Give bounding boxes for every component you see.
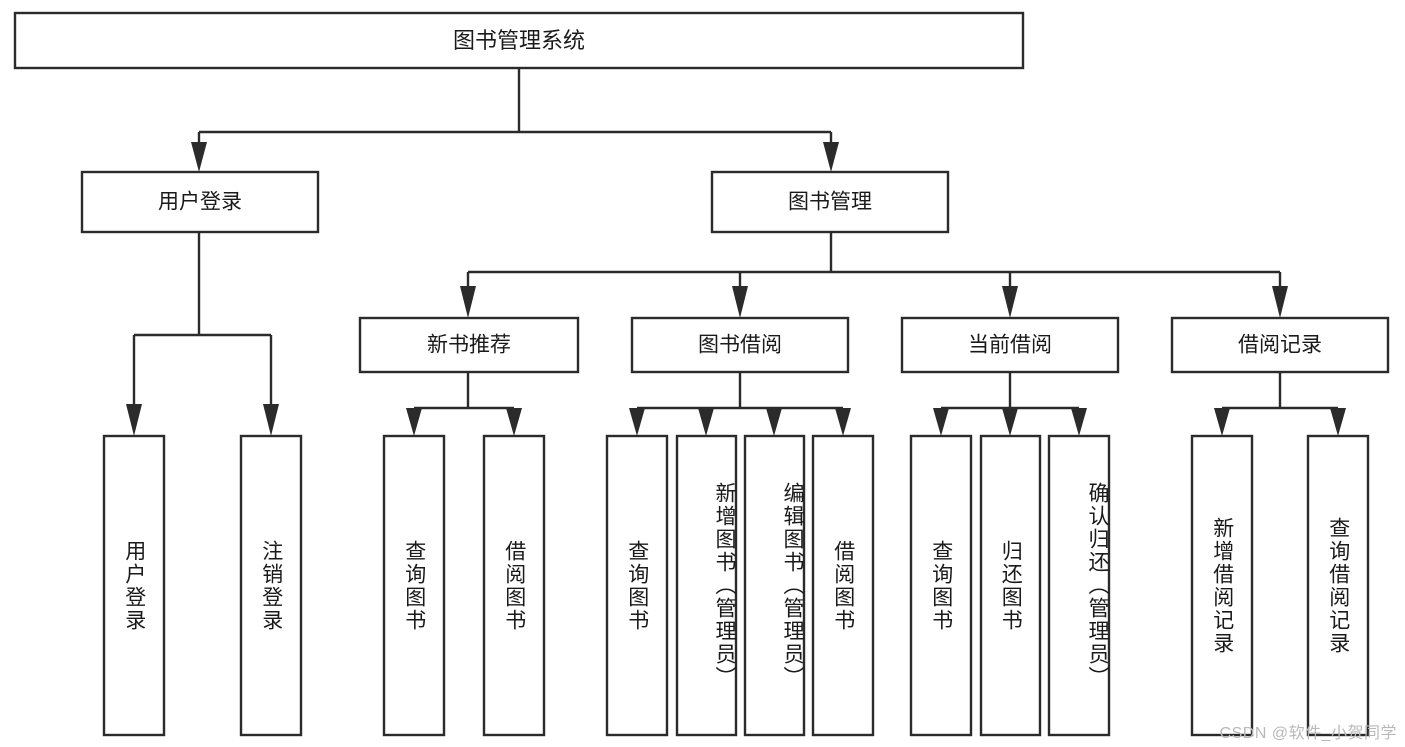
arrow-head-leaf-add-borrow-record: [1214, 408, 1230, 436]
arrow-head-leaf-borrow-book-1: [506, 408, 522, 436]
arrow-head-leaf-borrow-book-2: [835, 408, 851, 436]
node-user-login-label: 用户登录: [158, 191, 242, 214]
arrow-head-leaf-return-book: [1002, 408, 1018, 436]
leaf-box-query-borrow-record[interactable]: [1306, 434, 1370, 737]
node-book-management-label: 图书管理: [788, 191, 872, 214]
node-root-box[interactable]: [13, 11, 1025, 70]
arrow-head-leaf-query-borrow-record: [1330, 408, 1346, 436]
leaf-box-borrow-book-2[interactable]: [811, 434, 875, 737]
node-borrow-record-label: 借阅记录: [1238, 334, 1322, 357]
leaf-box-user-login[interactable]: [102, 434, 166, 737]
leaf-box-edit-book[interactable]: [743, 434, 806, 737]
node-current-borrow-box[interactable]: [900, 316, 1120, 374]
arrow-head-borrow-record: [1272, 286, 1288, 318]
node-book-management[interactable]: 图书管理: [710, 170, 950, 234]
arrow-head-current-borrow: [1002, 286, 1018, 318]
node-new-book-recommend-label: 新书推荐: [427, 334, 511, 357]
arrow-head-leaf-query-book-2: [629, 408, 645, 436]
node-book-borrow-label: 图书借阅: [698, 334, 782, 357]
arrow-head-new-book-recommend: [460, 286, 476, 318]
arrow-head-leaf-add-book: [698, 408, 714, 436]
connector-layer: [126, 68, 1346, 436]
arrow-head-to-user-login: [191, 142, 207, 172]
node-root-label: 图书管理系统: [453, 28, 585, 53]
leaf-box-add-book[interactable]: [675, 434, 738, 737]
node-root[interactable]: 图书管理系统: [13, 11, 1025, 70]
node-borrow-record-box[interactable]: [1170, 316, 1390, 374]
node-book-management-box[interactable]: [710, 170, 950, 234]
leaf-box-query-book-1[interactable]: [382, 434, 446, 737]
leaf-box-user-logout[interactable]: [239, 434, 303, 737]
node-new-book-recommend-box[interactable]: [358, 316, 580, 374]
arrow-head-leaf-user-login: [126, 404, 142, 436]
arrow-head-to-book-management: [823, 142, 839, 172]
node-book-borrow-box[interactable]: [630, 316, 850, 374]
watermark-text: CSDN @软件_小贺同学: [1219, 725, 1397, 742]
arrow-head-book-borrow: [732, 286, 748, 318]
arrow-head-leaf-query-book-1: [406, 408, 422, 436]
arrow-head-leaf-query-book-3: [933, 408, 949, 436]
leaf-box-return-book[interactable]: [979, 434, 1042, 737]
leaf-box-confirm-return[interactable]: [1047, 434, 1111, 737]
node-borrow-record[interactable]: 借阅记录: [1170, 316, 1390, 374]
node-new-book-recommend[interactable]: 新书推荐: [358, 316, 580, 374]
leaf-box-add-borrow-record[interactable]: [1190, 434, 1254, 737]
leaf-box-query-book-3[interactable]: [909, 434, 973, 737]
node-book-borrow[interactable]: 图书借阅: [630, 316, 850, 374]
leaf-box-borrow-book-1[interactable]: [482, 434, 546, 737]
leaf-box-layer: [102, 434, 1370, 737]
node-user-login[interactable]: 用户登录: [80, 170, 320, 234]
node-user-login-box[interactable]: [80, 170, 320, 234]
node-current-borrow-label: 当前借阅: [968, 334, 1052, 357]
arrow-head-leaf-edit-book: [766, 408, 782, 436]
arrow-head-leaf-confirm-return: [1071, 408, 1087, 436]
arrow-head-leaf-user-logout: [263, 404, 279, 436]
leaf-box-query-book-2[interactable]: [605, 434, 669, 737]
node-current-borrow[interactable]: 当前借阅: [900, 316, 1120, 374]
